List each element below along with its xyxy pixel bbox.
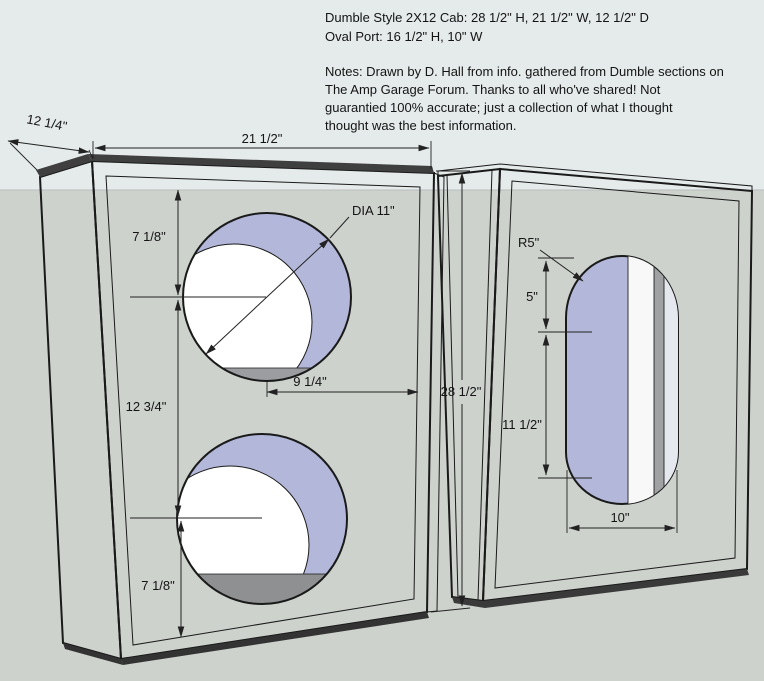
cabinet-top-edge	[36, 154, 92, 177]
diameter-leader-line	[329, 216, 350, 239]
cabinet-bottom-edge	[452, 569, 749, 608]
port-inner-far-wall	[664, 256, 678, 504]
dim-width-label: 21 1/2"	[242, 131, 283, 146]
notes-line-3: guarantied 100% accurate; just a collect…	[325, 100, 673, 115]
front-strip-edge-line	[477, 169, 493, 601]
dim-center-to-edge-label: 9 1/4"	[293, 374, 327, 389]
side-panel-inner-border	[494, 180, 740, 589]
front-strip-edge-line	[446, 174, 459, 599]
notes-line-1: Notes: Drawn by D. Hall from info. gathe…	[325, 64, 724, 79]
radius-leader-line	[539, 249, 584, 282]
baffle-inner-border	[105, 175, 421, 646]
port-inner-wall	[628, 256, 654, 504]
side-view-dimensions: R5" 5" 11 1/2" 10"	[502, 235, 678, 533]
side-view-cabinet	[436, 163, 754, 608]
dim-port-width-label: 10"	[610, 510, 629, 525]
cabinet-bottom-edge	[121, 612, 429, 665]
speaker-hole-lower-rim	[176, 433, 348, 605]
title-line-1: Dumble Style 2X12 Cab: 28 1/2" H, 21 1/2…	[325, 10, 649, 25]
dim-center-to-bottom-label: 7 1/8"	[141, 578, 175, 593]
extension-line	[430, 607, 471, 613]
diameter-line	[205, 238, 330, 355]
dim-radius-label: R5"	[518, 235, 540, 250]
dim-top-to-center-label: 7 1/8"	[132, 229, 166, 244]
dimension-line-depth	[7, 139, 90, 154]
oval-port-interior	[627, 256, 678, 504]
dim-diameter-label: DIA 11"	[352, 203, 395, 218]
cabinet-bottom-edge	[63, 643, 123, 665]
annotation-text: Dumble Style 2X12 Cab: 28 1/2" H, 21 1/2…	[325, 10, 724, 133]
dim-height-label: 28 1/2"	[441, 384, 482, 399]
port-inner-shadow	[654, 256, 664, 504]
dim-port-arc-label: 5"	[526, 289, 538, 304]
cabinet-top-edge	[88, 154, 434, 173]
notes-line-4: thought was the best information.	[325, 118, 517, 133]
notes-line-2: The Amp Garage Forum. Thanks to all who'…	[325, 82, 661, 97]
dim-port-straight-label: 11 1/2"	[502, 417, 542, 432]
dim-center-to-center-label: 12 3/4"	[126, 399, 167, 414]
extension-line	[88, 149, 94, 160]
title-line-2: Oval Port: 16 1/2" H, 10" W	[325, 29, 483, 44]
